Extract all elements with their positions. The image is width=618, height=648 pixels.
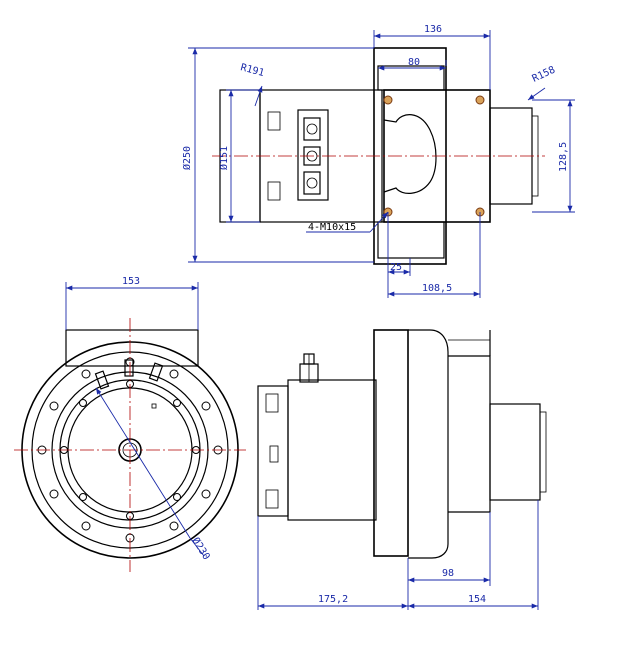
dim-98: 98 [442,568,454,579]
dim-80: 80 [408,57,420,68]
dim-d151: Ø151 [218,146,230,170]
dim-108-5: 108,5 [422,283,452,294]
dim-154: 154 [468,594,486,605]
bolt-circle-inner [60,380,200,520]
dim-r191: R191 [239,62,265,79]
dim-136: 136 [424,24,442,35]
dim-128-5: 128,5 [558,142,569,172]
bolt-circle-outer [37,357,223,543]
dim-175-2: 175,2 [318,594,348,605]
dim-r158: R158 [531,65,557,85]
mount-hole-icon [383,95,393,105]
mount-hole-icon [475,95,485,105]
dim-25: 25 [390,262,402,273]
front-view: 153 Ø230 [14,276,246,572]
dim-d250: Ø250 [181,146,193,170]
thread-note: 4-M10x15 [308,222,356,233]
top-view: 136 80 Ø250 Ø151 R191 R158 128,5 25 108,… [181,24,575,298]
side-view: 175,2 154 98 [257,329,547,610]
dim-153: 153 [122,276,140,287]
dim-d230: Ø230 [189,535,212,562]
